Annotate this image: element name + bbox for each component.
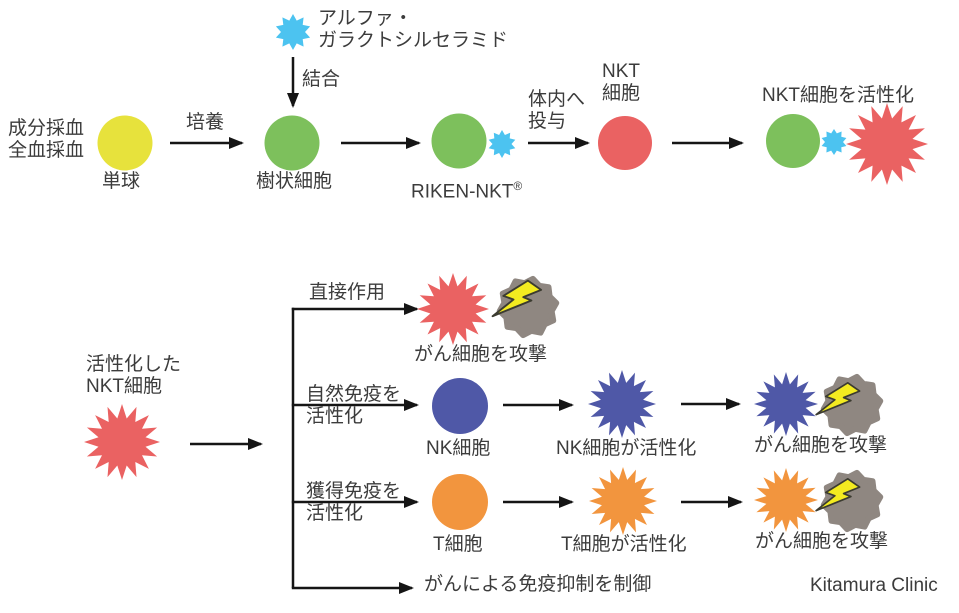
t-activated-burst-icon — [589, 467, 657, 535]
clinic-credit: Kitamura Clinic — [810, 575, 938, 596]
suppression-label: がんによる免疫抑制を制御 — [424, 574, 652, 595]
direct-action-label: 直接作用 — [309, 282, 386, 303]
monocyte-label: 単球 — [102, 171, 141, 192]
nkt-cell-label-line2: 細胞 — [602, 83, 641, 104]
t-activated-label: T細胞が活性化 — [561, 534, 687, 555]
acquired-line1: 獲得免疫を — [306, 481, 402, 502]
activated-nkt-label: 活性化した NKT細胞 — [86, 354, 181, 398]
nkt-cell-label: NKT 細胞 — [602, 61, 640, 105]
nkt-cell-label-line1: NKT — [602, 61, 640, 82]
innate-line2: 活性化 — [306, 406, 364, 427]
acquired-line2: 活性化 — [306, 503, 364, 524]
t-cell — [432, 474, 488, 530]
administer-label: 体内へ 投与 — [528, 89, 585, 133]
ligand-name-label: アルファ・ ガラクトシルセラミド — [318, 8, 508, 52]
activated-nkt-line1: 活性化した — [86, 354, 182, 375]
trio-ligand-icon — [821, 129, 847, 155]
administer-line2: 投与 — [528, 111, 567, 132]
nk-activated-burst-icon — [588, 370, 656, 438]
monocyte-cell — [97, 115, 153, 171]
administer-line1: 体内へ — [528, 89, 586, 110]
dendritic-cell — [264, 115, 320, 171]
innate-branch-label: 自然免疫を 活性化 — [306, 384, 401, 428]
dendritic-label: 樹状細胞 — [256, 171, 333, 192]
t-attack-burst-icon — [754, 468, 818, 532]
activated-nkt-burst-icon — [84, 404, 160, 480]
blood-source-line1: 成分採血 — [8, 118, 85, 139]
nk-cell-label: NK細胞 — [426, 438, 491, 459]
nkt-cell — [598, 116, 652, 170]
ligand-name-line2: ガラクトシルセラミド — [318, 30, 509, 51]
attack-cancer-t-label: がん細胞を攻撃 — [755, 531, 889, 552]
trio-dendritic-cell — [766, 114, 820, 168]
ligand-on-riken-icon — [488, 130, 516, 158]
t-cell-label: T細胞 — [433, 534, 483, 555]
ligand-name-line1: アルファ・ — [318, 8, 413, 29]
ligand-star-icon — [275, 14, 311, 50]
activated-nkt-line2: NKT細胞 — [86, 376, 163, 397]
attack-cancer-direct-label: がん細胞を攻撃 — [414, 344, 548, 365]
direct-attack-burst-icon — [417, 273, 489, 345]
blood-source-label: 成分採血 全血採血 — [8, 118, 84, 162]
riken-product-name: RIKEN-NKT — [411, 181, 514, 203]
innate-line1: 自然免疫を — [306, 384, 402, 405]
blood-source-line2: 全血採血 — [8, 140, 85, 161]
bind-arrow-label: 結合 — [302, 69, 341, 90]
riken-product-label: RIKEN-NKT® — [411, 175, 522, 203]
registered-mark: ® — [513, 179, 523, 193]
nkt-activation-label: NKT細胞を活性化 — [762, 85, 915, 106]
nk-cell — [432, 378, 488, 434]
riken-dendritic-cell — [431, 113, 487, 169]
activated-nkt-burst-top-icon — [846, 103, 928, 185]
nk-attack-burst-icon — [754, 372, 818, 436]
nk-activated-label: NK細胞が活性化 — [556, 438, 697, 459]
attack-cancer-nk-label: がん細胞を攻撃 — [754, 435, 888, 456]
culture-arrow-label: 培養 — [186, 112, 225, 133]
acquired-branch-label: 獲得免疫を 活性化 — [306, 481, 401, 525]
